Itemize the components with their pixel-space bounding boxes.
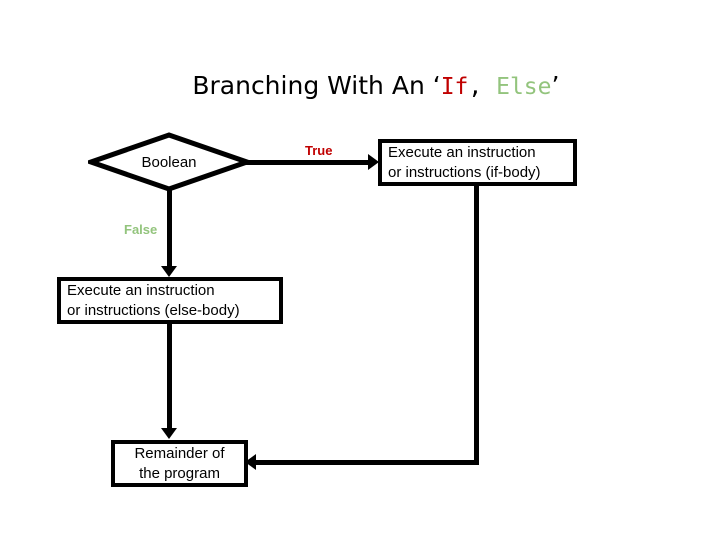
title-keyword-if: If [440,74,469,100]
edge-label-true: True [305,143,333,158]
edge-false-arrowhead-icon [161,266,177,277]
diamond-shape [88,132,250,192]
edge-false-line [167,188,172,270]
edge-if-to-remainder-arrowhead-icon [245,454,256,470]
decision-node-boolean[interactable]: Boolean [88,132,250,192]
remainder-line-1: Remainder of [134,444,225,462]
process-node-remainder[interactable]: Remainder of the program [111,440,248,487]
title-separator: , [468,74,497,100]
title-keyword-else: Else [496,74,552,100]
else-body-line-2: or instructions (else-body) [67,301,240,319]
edge-else-to-remainder-arrowhead-icon [161,428,177,439]
decision-label: Boolean [141,153,197,171]
if-body-text: Execute an instruction or instructions (… [382,143,573,183]
process-node-if-body[interactable]: Execute an instruction or instructions (… [378,139,577,186]
if-body-line-2: or instructions (if-body) [388,163,541,181]
edge-if-to-remainder-vertical [474,184,479,465]
edge-true-line [246,160,374,165]
page-title: Branching With An ‘If, Else’ [0,42,720,129]
title-suffix: ’ [551,71,560,100]
remainder-text: Remainder of the program [115,444,244,484]
process-node-else-body[interactable]: Execute an instruction or instructions (… [57,277,283,324]
else-body-line-1: Execute an instruction [67,281,215,299]
remainder-line-2: the program [139,464,220,482]
edge-true-arrowhead-icon [368,154,379,170]
else-body-text: Execute an instruction or instructions (… [61,281,279,321]
edge-label-false: False [124,222,158,237]
edge-else-to-remainder-line [167,322,172,432]
if-body-line-1: Execute an instruction [388,143,536,161]
edge-if-to-remainder-horizontal [256,460,479,465]
title-prefix: Branching With An ‘ [192,71,441,100]
